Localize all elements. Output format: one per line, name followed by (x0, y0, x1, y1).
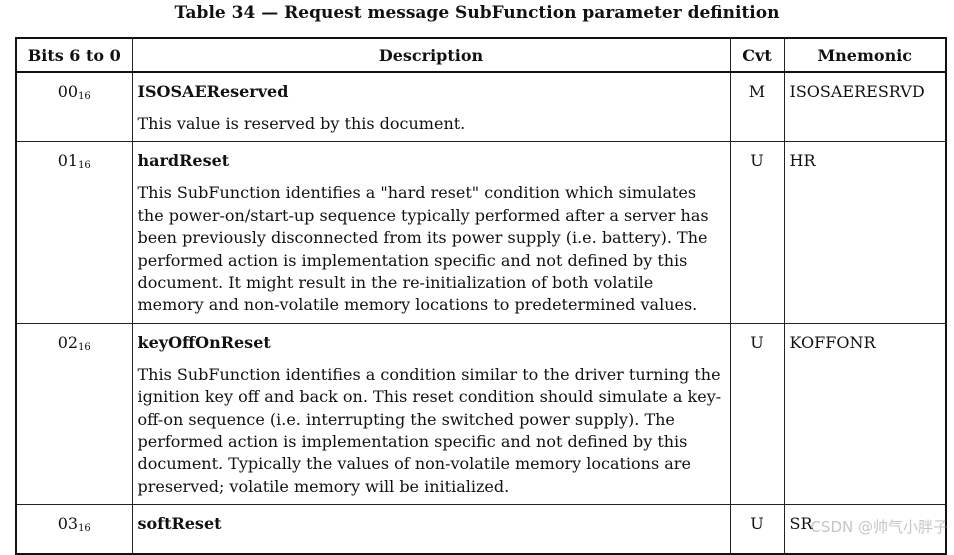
subfunction-name: keyOffOnReset (137, 332, 271, 352)
cvt-cell: M (729, 71, 785, 143)
radix-subscript: 16 (78, 341, 91, 353)
value-cell: 0216 (15, 322, 133, 506)
cvt-cell: U (729, 504, 785, 555)
header-description: Description (131, 37, 731, 73)
value-cell: 0316 (15, 504, 133, 555)
cvt-cell: U (729, 322, 785, 506)
cvt-cell: U (729, 141, 785, 324)
description-cell: hardReset This SubFunction identifies a … (131, 141, 731, 324)
radix-subscript: 16 (78, 160, 91, 172)
table-row: 0216 keyOffOnReset This SubFunction iden… (15, 322, 947, 506)
subfunction-name: hardReset (137, 151, 230, 171)
subfunction-table: Bits 6 to 0 Description Cvt Mnemonic 001… (15, 37, 947, 555)
table-row: 0316 softReset U SR (15, 504, 947, 555)
table-caption: Table 34 — Request message SubFunction p… (174, 3, 780, 23)
watermark: CSDN @帅气小胖子 (810, 518, 948, 536)
subfunction-description: This SubFunction identifies a "hard rese… (137, 183, 709, 315)
table-header-row: Bits 6 to 0 Description Cvt Mnemonic (15, 37, 947, 73)
subfunction-description: This value is reserved by this document. (137, 114, 466, 133)
hex-value: 03 (57, 514, 79, 534)
value-cell: 0016 (15, 71, 133, 143)
radix-subscript: 16 (78, 91, 91, 102)
table-row: 0116 hardReset This SubFunction identifi… (15, 141, 947, 324)
subfunction-description: This SubFunction identifies a condition … (137, 364, 722, 496)
subfunction-name: ISOSAEReserved (137, 82, 289, 101)
header-cvt: Cvt (729, 37, 785, 73)
description-cell: softReset (131, 504, 731, 555)
subfunction-name: softReset (137, 514, 222, 534)
mnemonic-cell: HR (783, 141, 947, 324)
mnemonic-cell: KOFFONR (783, 322, 947, 506)
header-bits: Bits 6 to 0 (15, 37, 133, 73)
header-mnemonic: Mnemonic (783, 37, 947, 73)
value-cell: 0116 (15, 141, 133, 324)
description-cell: keyOffOnReset This SubFunction identifie… (131, 322, 731, 506)
radix-subscript: 16 (78, 523, 91, 535)
table-row: 0016 ISOSAEReserved This value is reserv… (15, 71, 947, 143)
mnemonic-cell: ISOSAERESRVD (783, 71, 947, 143)
hex-value: 01 (57, 151, 79, 171)
description-cell: ISOSAEReserved This value is reserved by… (131, 71, 731, 143)
hex-value: 02 (57, 332, 79, 352)
hex-value: 00 (57, 82, 79, 101)
